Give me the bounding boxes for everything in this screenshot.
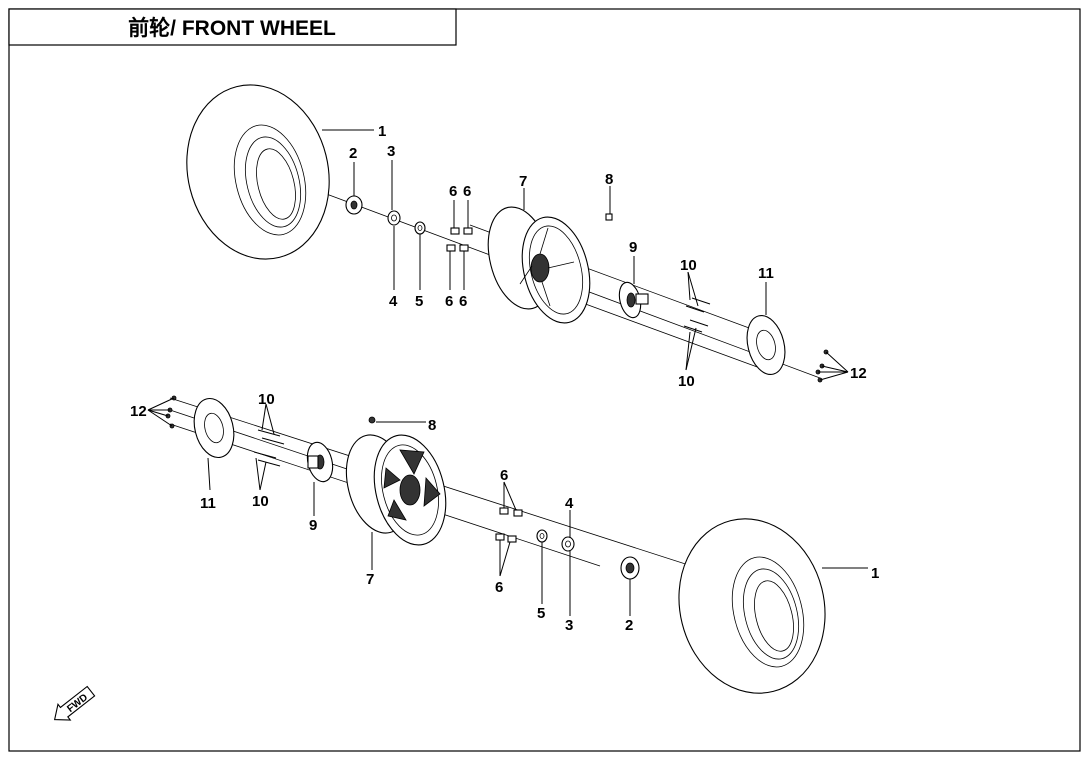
hub-cap-lower — [620, 556, 640, 580]
stud-bolts-lower — [253, 429, 285, 467]
callout-cotter-pin-upper: 3 — [387, 143, 395, 160]
washer-upper — [414, 221, 426, 235]
lower-wheel-assembly: 12 11 10 10 9 8 7 6 6 5 4 3 2 1 — [130, 391, 879, 694]
hub-lower — [306, 441, 334, 483]
fwd-arrow-icon: FWD — [53, 685, 96, 721]
tire-upper — [186, 84, 330, 260]
callout-tire-upper: 1 — [378, 123, 386, 140]
callout-stud-bolt-lower-b: 10 — [252, 493, 269, 510]
valve-upper — [605, 213, 613, 221]
washer-lower — [536, 529, 548, 543]
callout-hub-upper: 9 — [629, 239, 637, 256]
callout-lug-nut-lower-b: 6 — [495, 579, 503, 596]
title-box — [8, 8, 457, 46]
callout-castle-nut-lower: 4 — [565, 495, 574, 512]
callout-tire-lower: 1 — [871, 565, 879, 582]
brake-disc-lower — [193, 397, 235, 459]
callout-cap-upper: 2 — [349, 145, 357, 162]
valve-lower — [368, 416, 376, 424]
lug-nuts-upper — [446, 227, 473, 252]
callout-washer-upper: 5 — [415, 293, 423, 310]
hub-upper — [618, 281, 649, 319]
upper-wheel-assembly: 1 2 3 4 5 6 6 6 6 7 8 9 10 10 11 12 — [186, 84, 867, 390]
stud-bolts-upper — [683, 297, 711, 333]
drawing-border — [8, 8, 1081, 752]
castle-nut-lower — [561, 536, 575, 552]
lug-nuts-lower — [495, 507, 523, 543]
callout-rim-upper: 7 — [519, 173, 527, 190]
callout-castle-nut-upper: 4 — [389, 293, 398, 310]
callout-cap-lower: 2 — [625, 617, 633, 634]
callout-brake-disc-lower: 11 — [200, 495, 216, 512]
callout-valve-upper: 8 — [605, 171, 613, 188]
callout-hub-lower: 9 — [309, 517, 317, 534]
callout-stud-bolt-lower-a: 10 — [258, 391, 275, 408]
page-title: 前轮/ FRONT WHEEL — [128, 16, 336, 40]
callout-disc-bolt-lower: 12 — [130, 403, 147, 420]
callout-cotter-pin-lower: 3 — [565, 617, 573, 634]
rim-lower — [345, 434, 447, 546]
callout-rim-lower: 7 — [366, 571, 374, 588]
tire-lower — [678, 518, 826, 694]
callout-brake-disc-upper: 11 — [758, 265, 774, 282]
callout-lug-nut-upper-1: 6 — [449, 183, 457, 200]
callout-stud-bolt-upper-b: 10 — [678, 373, 695, 390]
callout-valve-lower: 8 — [428, 417, 436, 434]
callout-lug-nut-upper-2: 6 — [463, 183, 471, 200]
callout-disc-bolt-upper: 12 — [850, 365, 867, 382]
hub-cap-upper — [345, 195, 363, 215]
castle-nut-upper — [387, 210, 401, 226]
callout-lug-nut-upper-4: 6 — [459, 293, 467, 310]
rim-upper — [487, 206, 591, 324]
brake-disc-upper — [746, 315, 786, 375]
callout-lug-nut-lower-a: 6 — [500, 467, 508, 484]
callout-washer-lower: 5 — [537, 605, 545, 622]
callout-lug-nut-upper-3: 6 — [445, 293, 453, 310]
callout-stud-bolt-upper-a: 10 — [680, 257, 697, 274]
